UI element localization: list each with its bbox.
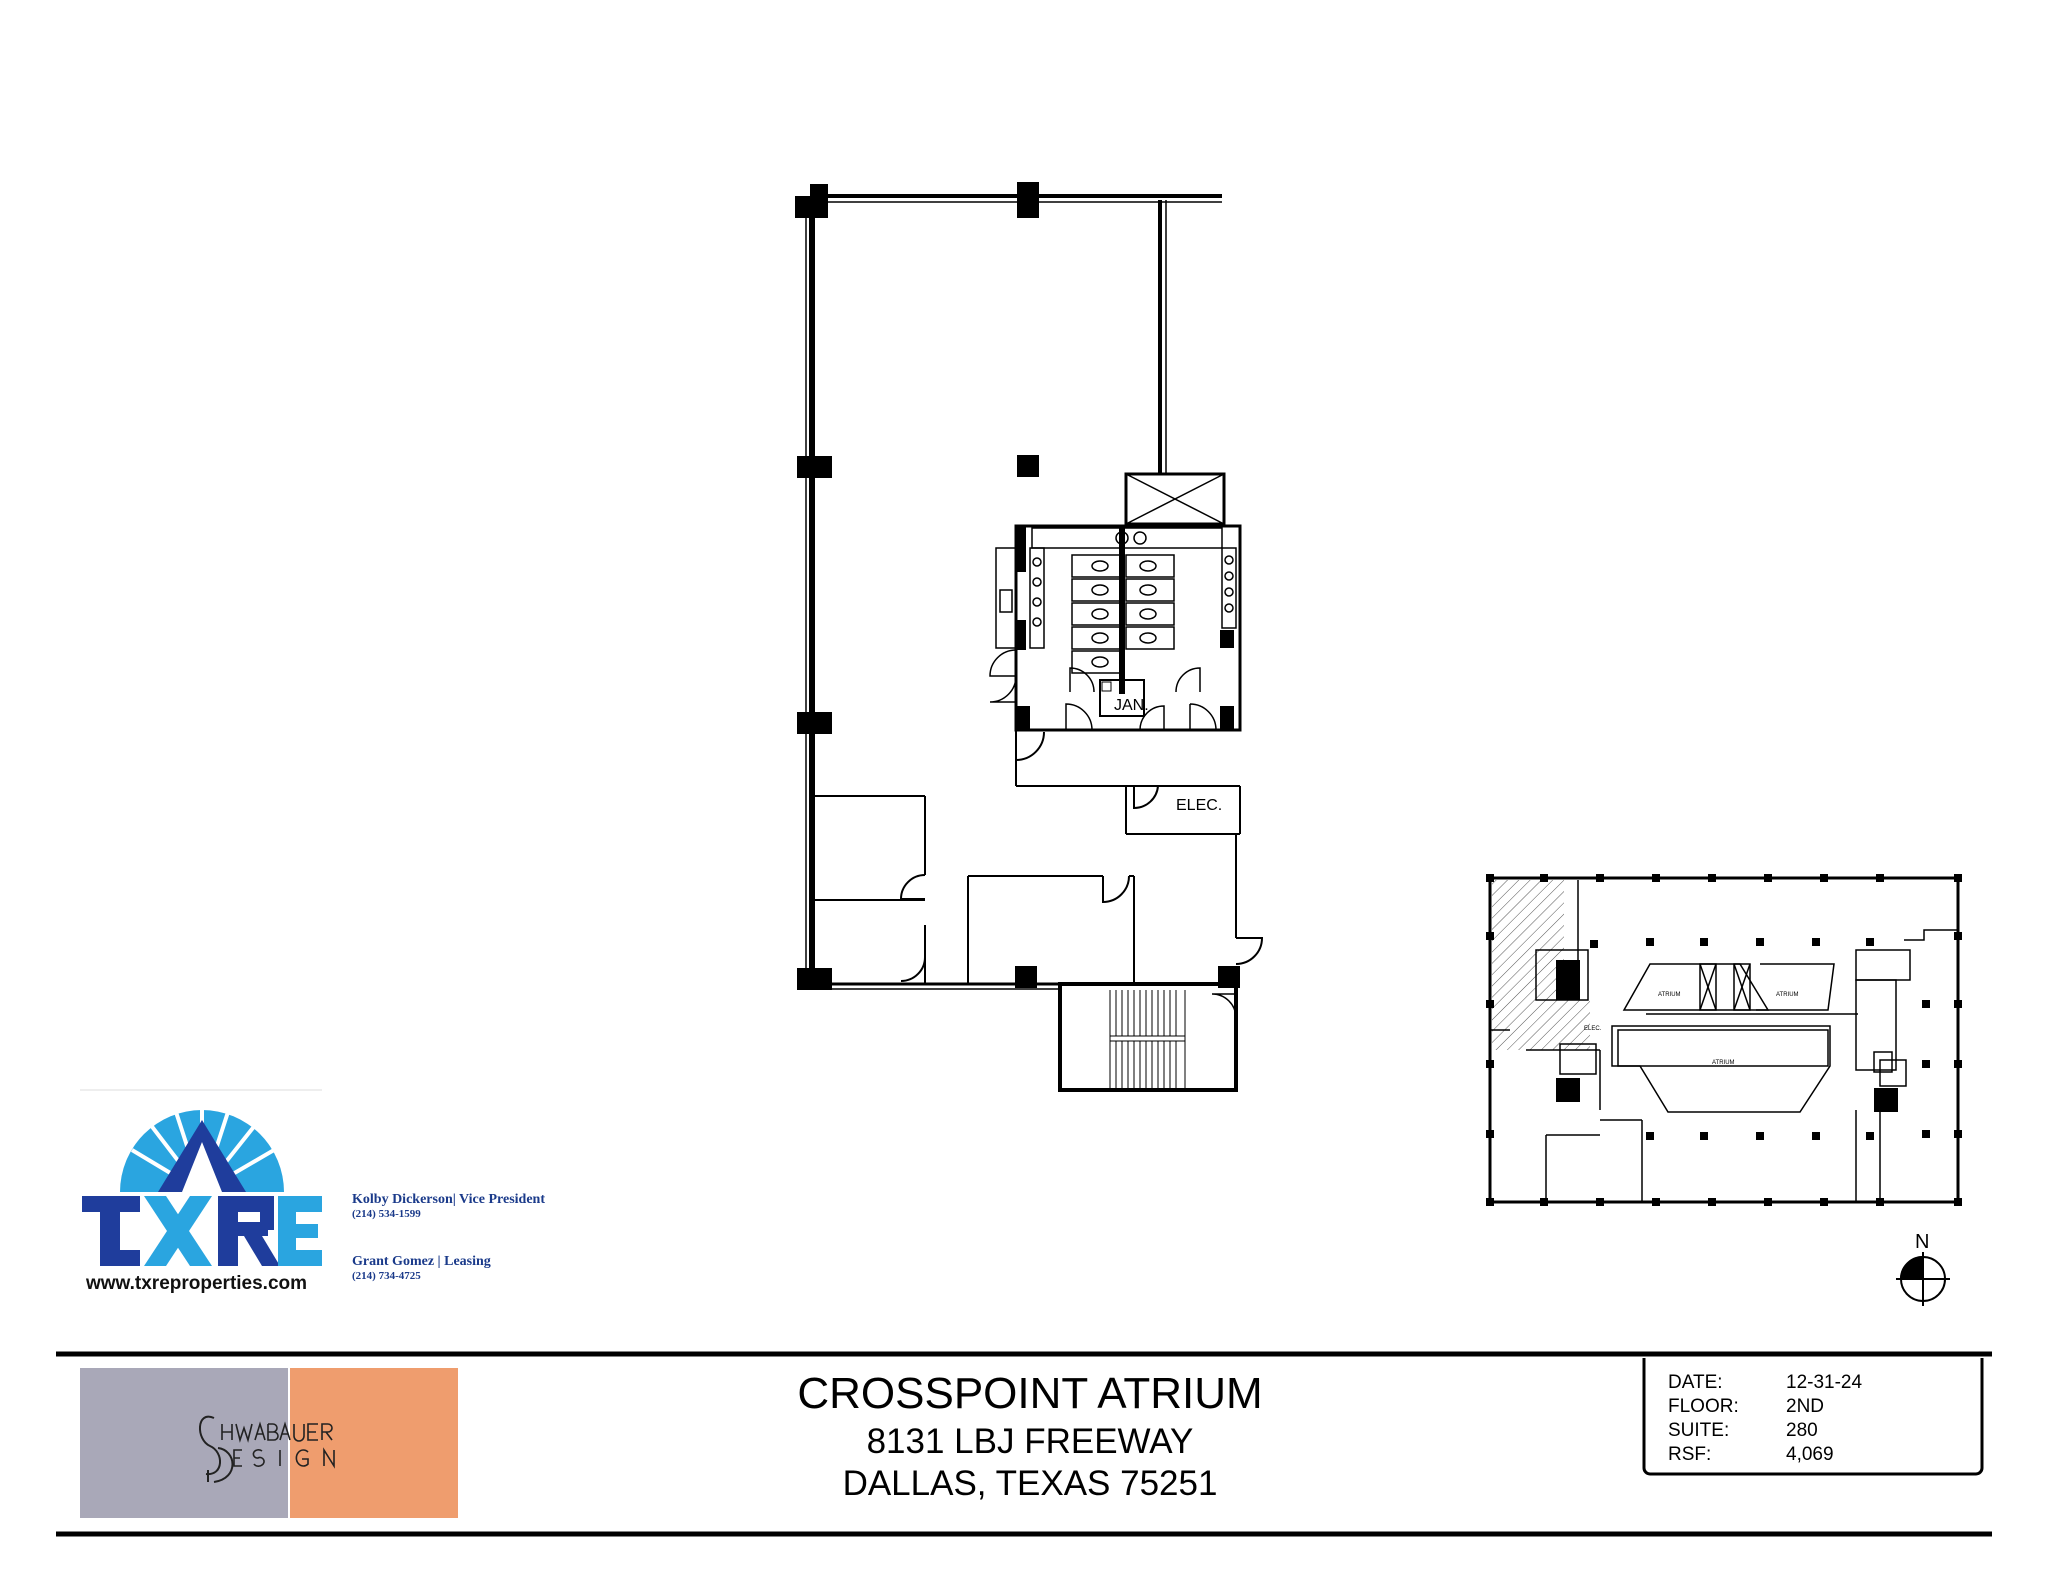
north-arrow	[1896, 1252, 1950, 1306]
contact-name: Kolby Dickerson| Vice President	[352, 1192, 545, 1207]
title-block: CROSSPOINT ATRIUM 8131 LBJ FREEWAY DALLA…	[560, 1368, 1500, 1505]
contact-kolby: Kolby Dickerson| Vice President (214) 53…	[352, 1192, 545, 1220]
suite-highlight	[1492, 880, 1564, 1000]
contact-name: Grant Gomez | Leasing	[352, 1254, 491, 1269]
info-value: 12-31-24	[1786, 1372, 1863, 1393]
txre-website-text: www.txreproperties.com	[86, 1273, 308, 1294]
stairwell	[1058, 982, 1238, 1092]
north-arrow-label: N	[1915, 1231, 1929, 1253]
key-plan	[1486, 874, 1962, 1206]
title-block-frame	[56, 1351, 1992, 1537]
info-table: DATE: 12-31-24 FLOOR: 2ND SUITE: 280 RSF…	[1668, 1372, 1862, 1468]
contact-grant: Grant Gomez | Leasing (214) 734-4725	[352, 1254, 491, 1282]
room-label-jan: JAN.	[1114, 697, 1149, 714]
txre-logo	[80, 1089, 322, 1272]
schwabauer-design-logo	[80, 1368, 458, 1518]
info-label: SUITE:	[1668, 1420, 1730, 1441]
info-row-rsf: RSF: 4,069	[1668, 1444, 1862, 1468]
info-row-floor: FLOOR: 2ND	[1668, 1396, 1862, 1420]
contact-phone: (214) 534-1599	[352, 1208, 421, 1220]
key-plan-atrium-label-1: ATRIUM	[1658, 992, 1681, 998]
info-label: RSF:	[1668, 1444, 1712, 1465]
info-row-date: DATE: 12-31-24	[1668, 1372, 1862, 1396]
info-label: FLOOR:	[1668, 1396, 1739, 1417]
key-plan-elec-label: ELEC.	[1584, 1026, 1602, 1032]
contact-phone: (214) 734-4725	[352, 1270, 421, 1282]
building-name: CROSSPOINT ATRIUM	[797, 1369, 1263, 1418]
room-label-elec: ELEC.	[1176, 797, 1222, 814]
info-label: DATE:	[1668, 1372, 1723, 1393]
info-value: 2ND	[1786, 1396, 1825, 1417]
key-plan-atrium-label-2: ATRIUM	[1776, 992, 1799, 998]
info-value: 280	[1786, 1420, 1818, 1441]
building-city: DALLAS, TEXAS 75251	[842, 1463, 1218, 1503]
info-row-suite: SUITE: 280	[1668, 1420, 1862, 1444]
suite-plan	[795, 182, 1264, 1092]
key-plan-atrium-label-3: ATRIUM	[1712, 1060, 1735, 1066]
info-value: 4,069	[1786, 1444, 1834, 1465]
jan-closet	[1099, 679, 1145, 717]
building-address: 8131 LBJ FREEWAY	[866, 1421, 1194, 1461]
shaft-box	[1124, 472, 1226, 526]
